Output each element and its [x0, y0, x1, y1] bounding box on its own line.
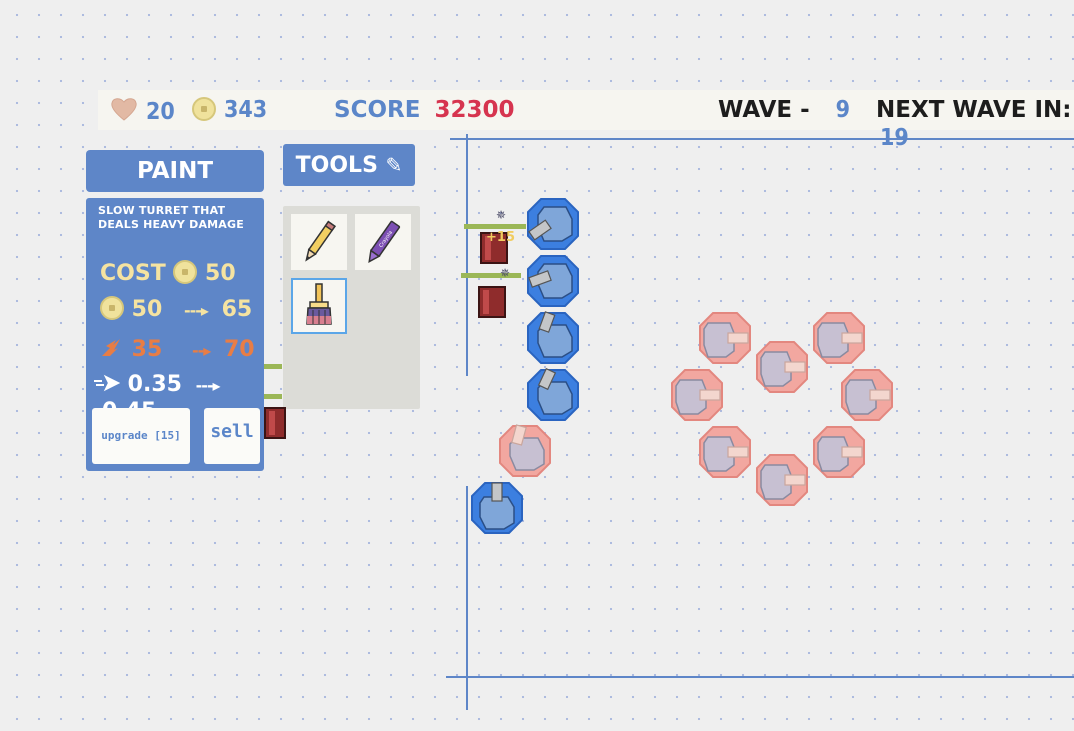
coin-icon [192, 97, 216, 121]
coin-current: 50 [131, 297, 163, 322]
score-display: SCORE 32300 [334, 96, 514, 124]
turret-info-panel: SLOW TURRET THAT DEALS HEAVY DAMAGE COST… [86, 198, 264, 471]
pink-turret-slot[interactable] [812, 311, 866, 365]
enemy-hp-bar [464, 224, 526, 229]
turret-panel-title: PAINT [86, 150, 264, 192]
coins-count: 343 [224, 97, 268, 123]
arrow-right-icon: ---▸ [195, 376, 221, 395]
pencil-tool[interactable] [291, 214, 347, 270]
cost-row: COST 50 [100, 260, 236, 287]
heart-icon [111, 98, 137, 121]
book-enemy [480, 232, 508, 264]
pink-turret-slot[interactable] [755, 340, 809, 394]
blue-turret[interactable] [526, 368, 580, 422]
pencil-icon [305, 220, 336, 262]
next-wave-label: NEXT WAVE IN: [876, 97, 1072, 123]
hud-bar: 20 343 SCORE 32300 WAVE - 9 NEXT WAVE IN… [98, 90, 1074, 151]
coins-display: 343 [192, 96, 267, 124]
damage-row: 35 --▸ 70 [100, 336, 255, 364]
blue-turret[interactable] [526, 311, 580, 365]
book-enemy [478, 286, 506, 318]
tower-hp-bar [264, 394, 282, 399]
coin-upgrade-row: 50 ---▸ 65 [100, 296, 252, 324]
paintbrush-tool[interactable] [291, 278, 347, 334]
pink-turret-slot[interactable] [812, 425, 866, 479]
tools-header: TOOLS ✎ [283, 144, 415, 186]
score-value: 32300 [434, 97, 515, 123]
wave-display: WAVE - 9 [718, 96, 850, 124]
book-enemy [264, 407, 286, 439]
wall-top [450, 138, 1074, 140]
coin-next: 65 [221, 297, 253, 322]
score-label: SCORE [334, 97, 421, 123]
tower-hp-bar [264, 364, 282, 369]
wave-value: 9 [835, 97, 851, 123]
placement-preview-turret[interactable] [498, 424, 552, 478]
damage-current: 35 [131, 337, 163, 362]
damage-icon [102, 339, 120, 356]
crayon-tool[interactable]: Crayola [355, 214, 411, 270]
pink-turret-slot[interactable] [840, 368, 894, 422]
arrow-right-icon: --▸ [191, 341, 211, 360]
lives-display: 20 [110, 96, 175, 126]
wall-left-lower [466, 486, 468, 710]
wall-left-upper [466, 134, 468, 376]
enemy-hp-bar [461, 273, 521, 278]
crayon-icon: Crayola [368, 220, 401, 264]
tools-title: TOOLS [295, 153, 378, 178]
lives-count: 20 [146, 99, 175, 125]
pink-turret-slot[interactable] [670, 368, 724, 422]
coin-icon [100, 296, 124, 320]
paintbrush-icon [306, 283, 332, 325]
turret-description: SLOW TURRET THAT DEALS HEAVY DAMAGE [98, 204, 244, 231]
arrow-right-icon: ---▸ [183, 301, 209, 320]
pink-turret-slot[interactable] [698, 311, 752, 365]
speed-arrow-icon [94, 374, 121, 392]
rate-current: 0.35 [127, 372, 182, 397]
wall-bottom [446, 676, 1074, 678]
cost-value: 50 [205, 261, 236, 286]
hit-spark-icon: ✵ [500, 266, 511, 280]
wave-label: WAVE - [718, 97, 810, 123]
pink-turret-slot[interactable] [698, 425, 752, 479]
damage-next: 70 [223, 337, 255, 362]
blue-turret[interactable] [526, 197, 580, 251]
blue-turret[interactable] [470, 481, 524, 535]
cost-label: COST [100, 261, 166, 286]
sell-button[interactable]: sell [204, 408, 260, 464]
hit-spark-icon: ✵ [496, 208, 507, 222]
upgrade-button[interactable]: upgrade [15] [92, 408, 190, 464]
pencil-icon: ✎ [385, 153, 403, 177]
pink-turret-slot[interactable] [755, 453, 809, 507]
next-wave-display: NEXT WAVE IN: 19 [876, 96, 1074, 152]
blue-turret[interactable] [526, 254, 580, 308]
coin-icon [173, 260, 198, 284]
damage-number: +15 [486, 230, 515, 245]
tools-palette: Crayola [283, 206, 420, 409]
